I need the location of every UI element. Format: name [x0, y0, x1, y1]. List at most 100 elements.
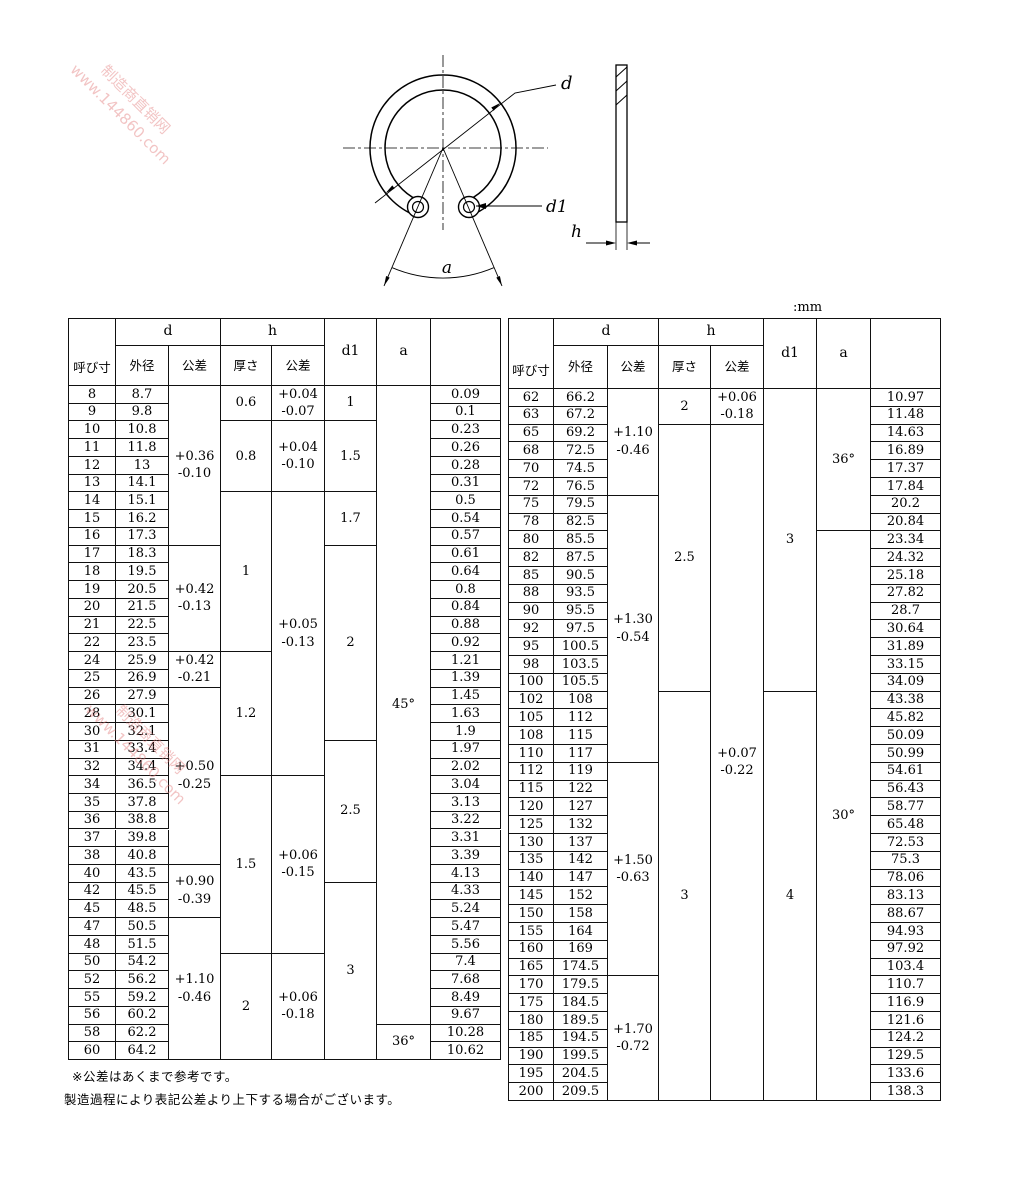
cell-nominal-size: 14: [69, 492, 116, 511]
cell-nominal-size: 78: [509, 513, 554, 532]
cell-value: 138.3: [871, 1083, 941, 1101]
cell-outer-diameter: 21.5: [116, 598, 169, 617]
cell-value: 110.7: [871, 976, 941, 995]
cell-nominal-size: 135: [509, 851, 554, 870]
side-view-section: [615, 64, 628, 223]
cell-d1: 1: [325, 386, 377, 422]
cell-a: 36°: [817, 389, 871, 532]
cell-nominal-size: 11: [69, 439, 116, 457]
cell-nominal-size: 8: [69, 386, 116, 404]
d-arrow-lower: [385, 185, 395, 194]
cell-d-tolerance: +0.90-0.39: [169, 864, 221, 919]
a-line-right: [442, 147, 503, 287]
header-h: h: [659, 319, 764, 346]
header-thickness: 厚さ: [221, 346, 272, 386]
cell-outer-diameter: 122: [554, 780, 608, 799]
cell-outer-diameter: 100.5: [554, 638, 608, 656]
cell-nominal-size: 112: [509, 762, 554, 781]
cell-outer-diameter: 74.5: [554, 460, 608, 478]
cell-value: 5.47: [431, 918, 501, 936]
cell-nominal-size: 95: [509, 638, 554, 656]
cell-thickness: 3: [659, 691, 711, 1101]
cell-thickness: 2: [221, 953, 272, 1061]
cell-outer-diameter: 32.1: [116, 723, 169, 741]
cell-outer-diameter: 64.2: [116, 1042, 169, 1061]
cell-outer-diameter: 82.5: [554, 513, 608, 532]
cell-value: 23.34: [871, 531, 941, 550]
lug-right: [457, 195, 481, 219]
cell-outer-diameter: 17.3: [116, 527, 169, 546]
cell-outer-diameter: 142: [554, 851, 608, 870]
footnote-2: 製造過程により表記公差より上下する場合がございます。: [64, 1092, 401, 1107]
cell-outer-diameter: 13: [116, 456, 169, 475]
cell-nominal-size: 32: [69, 758, 116, 777]
cell-nominal-size: 48: [69, 935, 116, 954]
cell-d1: 4: [764, 691, 817, 1101]
cell-value: 121.6: [871, 1012, 941, 1030]
header-h-tolerance: 公差: [272, 346, 325, 386]
cell-value: 3.39: [431, 847, 501, 865]
cell-value: 0.28: [431, 456, 501, 475]
cell-value: 0.57: [431, 527, 501, 546]
cell-value: 72.53: [871, 834, 941, 852]
cell-value: 11.48: [871, 406, 941, 425]
cell-nominal-size: 170: [509, 976, 554, 995]
cell-nominal-size: 165: [509, 958, 554, 977]
cell-outer-diameter: 66.2: [554, 389, 608, 407]
cell-h-tolerance: +0.04-0.10: [272, 421, 325, 493]
a-label: a: [442, 258, 452, 278]
cell-value: 129.5: [871, 1047, 941, 1066]
cell-outer-diameter: 26.9: [116, 669, 169, 688]
side-view-hatching: [615, 66, 628, 106]
header-d-tolerance: 公差: [169, 346, 221, 386]
d-arrow-upper: [491, 102, 501, 111]
cell-outer-diameter: 43.5: [116, 864, 169, 883]
cell-outer-diameter: 97.5: [554, 620, 608, 639]
cell-outer-diameter: 20.5: [116, 581, 169, 599]
cell-nominal-size: 26: [69, 687, 116, 706]
cell-outer-diameter: 54.2: [116, 953, 169, 972]
cell-d1: 1.5: [325, 421, 377, 493]
a-arrow-right: [496, 276, 502, 286]
h-label: h: [571, 222, 582, 242]
cell-value: 24.32: [871, 549, 941, 567]
cell-d-tolerance: +0.50-0.25: [169, 687, 221, 865]
header-blank: [871, 319, 941, 389]
cell-outer-diameter: 67.2: [554, 406, 608, 425]
cell-nominal-size: 150: [509, 905, 554, 923]
cell-nominal-size: 180: [509, 1012, 554, 1030]
cell-nominal-size: 24: [69, 652, 116, 670]
cell-outer-diameter: 103.5: [554, 656, 608, 674]
cell-nominal-size: 34: [69, 776, 116, 794]
cell-nominal-size: 60: [69, 1042, 116, 1061]
cell-nominal-size: 90: [509, 602, 554, 621]
cell-nominal-size: 37: [69, 829, 116, 848]
cell-outer-diameter: 59.2: [116, 989, 169, 1007]
cell-outer-diameter: 19.5: [116, 563, 169, 582]
cell-value: 75.3: [871, 851, 941, 870]
cell-value: 8.49: [431, 989, 501, 1007]
cell-nominal-size: 160: [509, 940, 554, 959]
header-d-tolerance: 公差: [608, 346, 659, 389]
cell-nominal-size: 185: [509, 1029, 554, 1048]
cell-value: 3.13: [431, 794, 501, 812]
cell-nominal-size: 65: [509, 424, 554, 443]
cell-outer-diameter: 127: [554, 798, 608, 817]
cell-nominal-size: 85: [509, 567, 554, 585]
lug-hole-left: [411, 200, 425, 214]
cell-value: 1.39: [431, 669, 501, 688]
header-nominal: 呼び寸: [69, 319, 116, 386]
cell-value: 17.84: [871, 478, 941, 496]
cell-outer-diameter: 204.5: [554, 1065, 608, 1084]
cell-nominal-size: 52: [69, 971, 116, 990]
watermark-top: 制造商直销网 www.144860.com: [65, 45, 190, 170]
cell-outer-diameter: 117: [554, 745, 608, 763]
cell-outer-diameter: 23.5: [116, 634, 169, 653]
cell-thickness: 2.5: [659, 424, 711, 692]
cell-value: 10.97: [871, 389, 941, 407]
footnote-1: ※公差はあくまで参考です。: [72, 1069, 238, 1084]
retaining-ring-drawing: d d1 a h: [343, 55, 650, 287]
cell-nominal-size: 15: [69, 510, 116, 528]
